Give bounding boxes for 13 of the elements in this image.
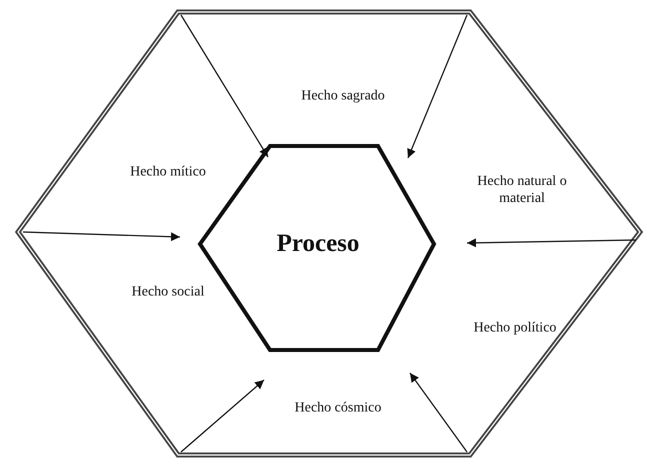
arrow bbox=[22, 231, 180, 242]
category-label: Hecho político bbox=[474, 320, 556, 336]
category-label: Hecho social bbox=[132, 284, 204, 300]
node-label: Proceso bbox=[276, 229, 360, 259]
category-label: Hecho mítico bbox=[130, 164, 206, 180]
arrow bbox=[466, 238, 636, 248]
arrow bbox=[180, 380, 264, 452]
arrow bbox=[410, 372, 468, 452]
category-label: Hecho sagrado bbox=[301, 88, 385, 104]
category-label: Hecho cósmico bbox=[294, 400, 382, 416]
arrow bbox=[407, 14, 468, 158]
category-label: Hecho natural o material bbox=[476, 173, 568, 207]
arrow bbox=[180, 14, 269, 158]
